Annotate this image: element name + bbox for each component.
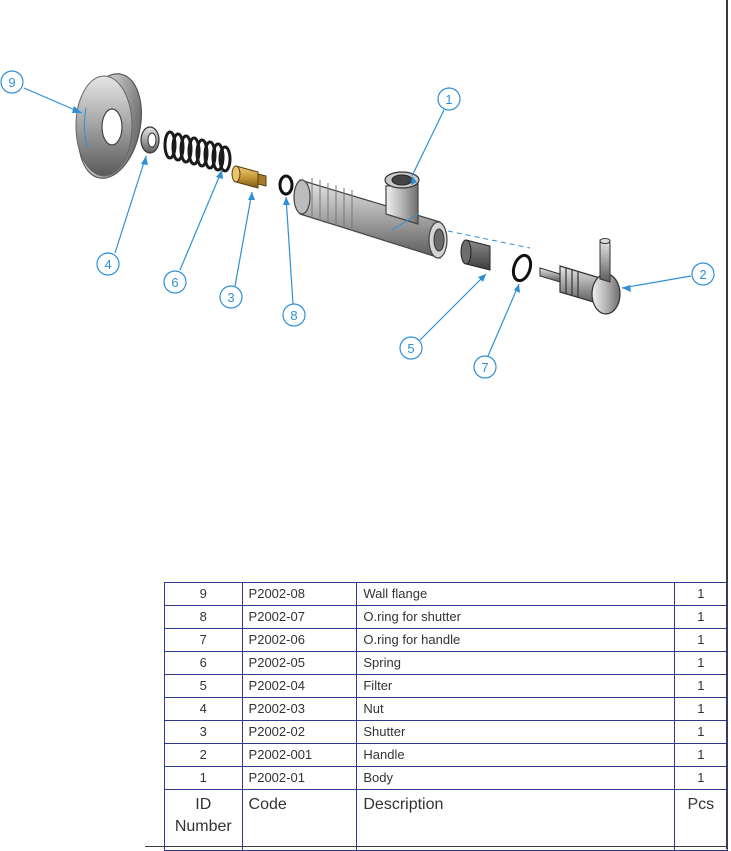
cell-description: Shutter	[356, 720, 675, 744]
table-row: 9 P2002-08 Wall flange 1	[164, 582, 729, 606]
part-handle	[539, 238, 621, 315]
callout-5: 5	[399, 336, 423, 360]
cell-pcs: 1	[673, 651, 729, 675]
svg-text:9: 9	[8, 75, 15, 90]
cell-id: 6	[164, 651, 243, 675]
cell-id: 1	[164, 766, 243, 790]
part-wall-flange	[75, 73, 142, 179]
svg-text:8: 8	[290, 308, 297, 323]
cell-code: P2002-02	[241, 720, 358, 744]
cell-code: P2002-08	[241, 582, 358, 606]
part-nut	[140, 126, 160, 154]
header-code: Code	[241, 789, 358, 851]
callout-2: 2	[691, 262, 715, 286]
cell-id: 3	[164, 720, 243, 744]
cell-code: P2002-05	[241, 651, 358, 675]
part-filter	[460, 239, 491, 271]
svg-text:4: 4	[104, 257, 111, 272]
cell-pcs: 1	[673, 582, 729, 606]
cell-description: Wall flange	[356, 582, 675, 606]
svg-text:1: 1	[445, 92, 452, 107]
cell-code: P2002-07	[241, 605, 358, 629]
part-spring	[163, 130, 232, 173]
cell-description: Handle	[356, 743, 675, 767]
leader-lines	[23, 87, 692, 357]
table-row: 3 P2002-02 Shutter 1	[164, 720, 729, 744]
callout-3: 3	[219, 285, 243, 309]
cell-id: 2	[164, 743, 243, 767]
table-row: 2 P2002-001 Handle 1	[164, 743, 729, 767]
exploded-view-drawing: 9 4 6 3 8 1 5 7 2	[0, 70, 715, 379]
svg-text:5: 5	[407, 341, 414, 356]
callout-7: 7	[473, 355, 497, 379]
callout-9: 9	[0, 70, 24, 94]
cell-code: P2002-03	[241, 697, 358, 721]
cell-id: 7	[164, 628, 243, 652]
part-oring-shutter	[278, 174, 294, 196]
cell-description: O.ring for shutter	[356, 605, 675, 629]
cell-id: 8	[164, 605, 243, 629]
cell-code: P2002-06	[241, 628, 358, 652]
frame-right-border	[726, 0, 728, 849]
callout-4: 4	[96, 252, 120, 276]
table-row: 1 P2002-01 Body 1	[164, 766, 729, 790]
cell-description: Spring	[356, 651, 675, 675]
bill-of-materials-table: 9 P2002-08 Wall flange 1 8 P2002-07 O.ri…	[164, 582, 729, 851]
cell-pcs: 1	[673, 766, 729, 790]
cell-id: 9	[164, 582, 243, 606]
cell-description: Filter	[356, 674, 675, 698]
callout-6: 6	[163, 270, 187, 294]
cell-pcs: 1	[673, 605, 729, 629]
cell-code: P2002-01	[241, 766, 358, 790]
header-id-line1: ID	[195, 796, 212, 813]
cell-pcs: 1	[673, 674, 729, 698]
cell-id: 4	[164, 697, 243, 721]
cell-description: Nut	[356, 697, 675, 721]
svg-text:3: 3	[227, 290, 234, 305]
cell-pcs: 1	[673, 628, 729, 652]
part-body	[293, 171, 448, 259]
svg-text:6: 6	[171, 275, 178, 290]
cell-pcs: 1	[673, 743, 729, 767]
svg-text:2: 2	[699, 267, 706, 282]
part-shutter	[231, 165, 267, 189]
callout-8: 8	[282, 303, 306, 327]
header-pcs: Pcs	[673, 789, 729, 851]
table-row: 5 P2002-04 Filter 1	[164, 674, 729, 698]
cell-id: 5	[164, 674, 243, 698]
leader-arrowheads	[72, 106, 631, 293]
cell-code: P2002-001	[241, 743, 358, 767]
table-row: 6 P2002-05 Spring 1	[164, 651, 729, 675]
header-id-number: ID Number	[164, 789, 243, 851]
cell-description: Body	[356, 766, 675, 790]
center-line	[447, 230, 531, 249]
header-id-line2: Number	[174, 818, 232, 835]
cell-description: O.ring for handle	[356, 628, 675, 652]
table-header-row: ID Number Code Description Pcs	[164, 789, 729, 851]
cell-pcs: 1	[673, 697, 729, 721]
part-oring-handle	[511, 253, 533, 283]
table-row: 7 P2002-06 O.ring for handle 1	[164, 628, 729, 652]
cell-pcs: 1	[673, 720, 729, 744]
table-row: 4 P2002-03 Nut 1	[164, 697, 729, 721]
cell-code: P2002-04	[241, 674, 358, 698]
table-row: 8 P2002-07 O.ring for shutter 1	[164, 605, 729, 629]
callout-1: 1	[437, 87, 461, 111]
svg-text:7: 7	[481, 360, 488, 375]
header-description: Description	[356, 789, 675, 851]
